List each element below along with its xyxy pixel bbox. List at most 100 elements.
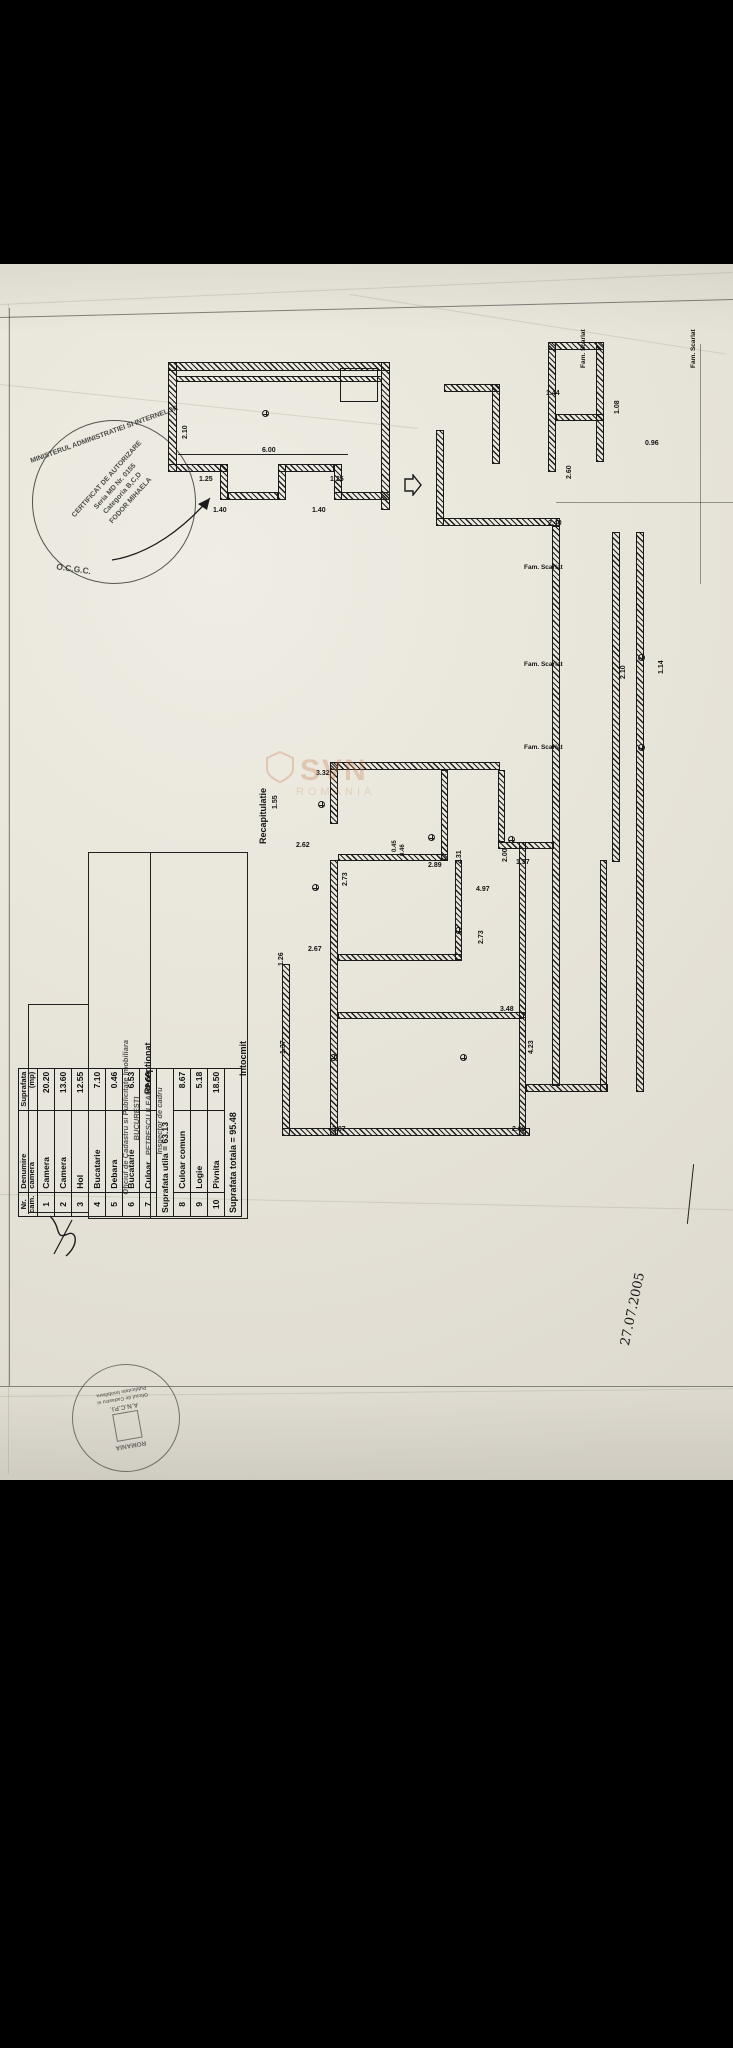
- signature-box-border: [88, 852, 89, 1218]
- neighbour-label: Fam. Scarlat: [524, 744, 563, 751]
- dimension-label: 2.40: [548, 520, 562, 527]
- dimension-label: 0.96: [645, 440, 659, 447]
- cell-area: 5.18: [190, 1068, 208, 1111]
- table-row: 9 Logie 5.18: [190, 1068, 208, 1217]
- plan-wall-right-wing-left: [436, 430, 444, 526]
- total-label: Suprafata totala = 95.48: [224, 1068, 242, 1217]
- plan-wall-right-wing-conn: [492, 384, 500, 464]
- plan-wall-apt-mid-h: [338, 854, 448, 861]
- table-total-row: Suprafata totala = 95.48: [224, 1068, 242, 1217]
- plan-wall-main-right: [636, 532, 644, 1092]
- dimension-label: 1.25: [330, 476, 344, 483]
- office-stamp-line: Oficiul de Cadastru si Publicitate Imobi…: [121, 1039, 130, 1196]
- office-stamp: Oficiul de Cadastru si Publicitate Imobi…: [120, 1039, 165, 1198]
- plan-wall-bottom-upper-3: [220, 464, 228, 500]
- plan-wall-main-right2: [612, 532, 620, 862]
- table-row: 4 Bucatarie 7.10: [88, 1068, 106, 1217]
- plan-wall-apt-mid-v2: [455, 860, 462, 960]
- direction-arrow-icon: [404, 473, 422, 501]
- dimension-line: [178, 454, 348, 455]
- dimension-label: 2.10: [620, 665, 627, 679]
- room-marker: [638, 744, 645, 751]
- room-marker: [638, 654, 645, 661]
- table-title: Recapitulatie: [258, 787, 268, 844]
- plan-wall-main-left: [552, 526, 560, 1086]
- cell-area: 12.55: [71, 1068, 89, 1111]
- room-marker: [428, 834, 435, 841]
- cell-name: Culoar comun: [173, 1110, 191, 1193]
- dimension-label: 2.67: [308, 946, 322, 953]
- sheet-frame-line: [0, 1386, 733, 1387]
- ocpi-stamp-line: ROMANIA: [114, 1439, 147, 1452]
- ocpi-stamp-emblem: [112, 1409, 143, 1442]
- sheet-frame-line-right: [700, 344, 701, 584]
- dimension-label: 3.87: [332, 1126, 346, 1133]
- plan-wall-right-wing-conn2: [444, 384, 500, 392]
- cell-area: 18.50: [207, 1068, 225, 1111]
- office-stamp-line: PETRESCU ILEANA: [143, 1083, 153, 1156]
- plan-wall-apt-mid-h2: [338, 954, 462, 961]
- cell-area: 20.20: [37, 1068, 55, 1111]
- plan-wall-apt-left: [330, 762, 338, 824]
- paper-crease: [8, 304, 9, 1474]
- cell-area: 7.10: [88, 1068, 106, 1111]
- plan-wall-apt-left2: [330, 860, 338, 1136]
- plan-wall-apt-r: [600, 860, 607, 1092]
- signature-box-border: [247, 852, 248, 1218]
- dimension-label: 2.89: [428, 862, 442, 869]
- room-marker: [508, 836, 515, 843]
- handwritten-date: 27.07.2005: [618, 1271, 649, 1348]
- plan-wall-bottom-upper-5: [278, 464, 334, 472]
- dimension-label: 0.46: [400, 844, 406, 856]
- neighbour-label: Fam. Scarlat: [524, 564, 563, 571]
- dimension-label: 4.23: [528, 1040, 535, 1054]
- dimension-label: 6.00: [262, 447, 276, 454]
- dimension-label: 0.45: [392, 840, 398, 852]
- dimension-label: 1.25: [199, 476, 213, 483]
- dimension-label: 4.97: [476, 886, 490, 893]
- paper-shading: [0, 264, 733, 334]
- dimension-label: 2.73: [478, 930, 485, 944]
- table-row: 8 Culoar comun 8.67: [173, 1068, 191, 1217]
- room-marker: [262, 410, 269, 417]
- sheet-frame-line-right2: [556, 502, 733, 503]
- plan-wall-bottom-upper-2: [228, 492, 278, 500]
- plan-wall-apt-mid-h3: [338, 1012, 524, 1019]
- signature-box-left-label: Intocmit: [238, 1041, 248, 1076]
- cell-name: Camera: [54, 1110, 72, 1193]
- watermark: SVN: [300, 754, 368, 787]
- plan-wall-right-wing-side: [596, 342, 604, 462]
- office-stamp-line: BUCURESTI: [132, 1096, 142, 1141]
- dimension-label: 1.40: [213, 507, 227, 514]
- room-marker: [312, 884, 319, 891]
- cell-area: 13.60: [54, 1068, 72, 1111]
- dimension-label: 1.55: [272, 795, 279, 809]
- plan-wall-apt-mid-v4: [519, 842, 526, 1018]
- dimension-label: 2.62: [296, 842, 310, 849]
- neighbour-label: Fam. Scarlat: [690, 329, 697, 368]
- dimension-label: 2.00: [502, 848, 509, 862]
- paper-shading: [0, 1384, 733, 1480]
- plan-wall-right-wing-mid: [556, 414, 604, 421]
- neighbour-label: Fam. Scarlat: [524, 661, 563, 668]
- plan-wall-lower-bot: [282, 1128, 336, 1136]
- cell-name: Pivnita: [207, 1110, 225, 1193]
- floor-plan-photo: 2.10 6.00 1.25 1.40 1.25 1.40 Fam. Scarl…: [0, 264, 733, 1480]
- room-marker: [455, 927, 462, 934]
- cell-name: Hol: [71, 1110, 89, 1193]
- sheet-frame-line-vert: [9, 308, 10, 1386]
- plan-wall-apt-mid-h4: [498, 842, 554, 849]
- dimension-label: 1.14: [658, 660, 665, 674]
- dimension-label: 2.31: [456, 850, 463, 864]
- handwritten-stroke: [686, 1164, 695, 1224]
- table-row: 10 Pivnita 18.50: [207, 1068, 225, 1217]
- watermark-sub: ROMANIA: [296, 786, 376, 798]
- signature-box-border: [88, 1218, 248, 1219]
- plan-wall-right-wing-outer: [548, 342, 556, 472]
- signature-box-border: [88, 852, 248, 853]
- room-marker: [330, 1054, 337, 1061]
- room-marker: [318, 801, 325, 808]
- cell-nr: 10: [207, 1192, 225, 1217]
- signature-box-inner: [28, 1212, 88, 1213]
- cell-name: Logie: [190, 1110, 208, 1193]
